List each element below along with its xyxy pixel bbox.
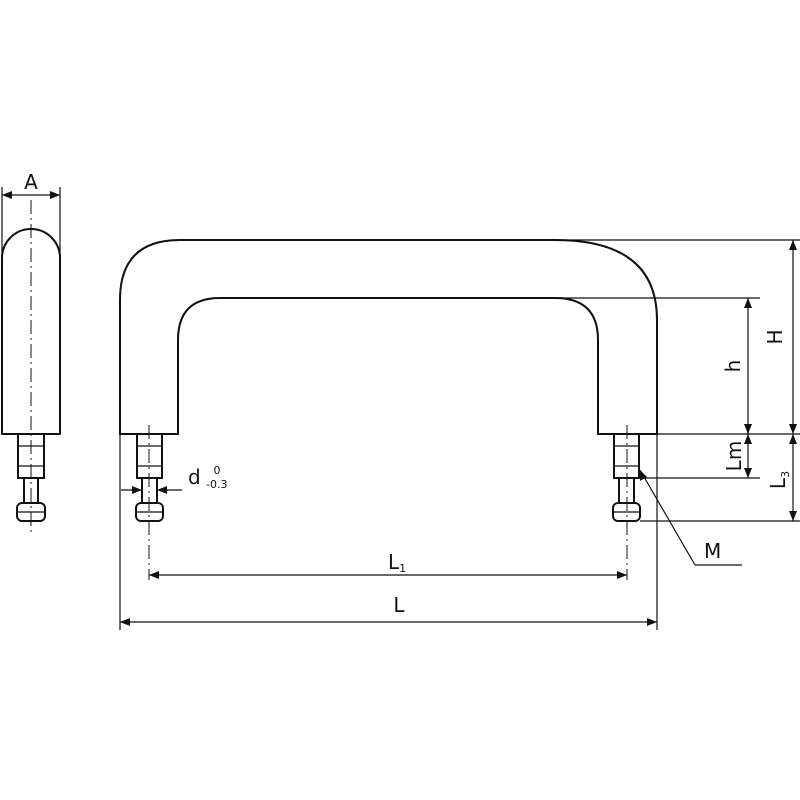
label-L1: L1 (388, 550, 406, 575)
dimension-h: h (721, 298, 752, 434)
label-L1-subscript: 1 (399, 562, 406, 575)
side-view-stud (16, 433, 46, 522)
label-L3-subscript: 3 (779, 471, 792, 478)
label-H: H (763, 329, 787, 344)
label-L3: L3 (766, 471, 792, 489)
extension-lines (119, 239, 800, 630)
thread-callout-M: M (639, 469, 742, 566)
dimension-d: d 0 -0.3 (121, 464, 227, 494)
label-A: A (24, 170, 38, 194)
label-d: d (188, 465, 201, 489)
side-view-body (1, 228, 61, 435)
dimension-A: A (1, 170, 61, 262)
label-h: h (721, 360, 745, 373)
handle-outer-outline (119, 239, 658, 435)
side-view: A (1, 170, 61, 535)
dimension-Lm: Lm (722, 434, 752, 478)
dimension-L: L (120, 593, 657, 626)
handle-inner-outline (177, 297, 599, 435)
dimension-L3: L3 (766, 434, 797, 521)
label-Lm: Lm (722, 441, 746, 472)
dimension-L1: L1 (149, 550, 627, 579)
label-M: M (704, 539, 721, 563)
dimension-H: H (763, 240, 797, 434)
label-d-tolerance-lower: -0.3 (206, 478, 227, 491)
label-d-tolerance-upper: 0 (214, 464, 221, 477)
label-L: L (393, 593, 405, 617)
front-view (119, 239, 658, 580)
